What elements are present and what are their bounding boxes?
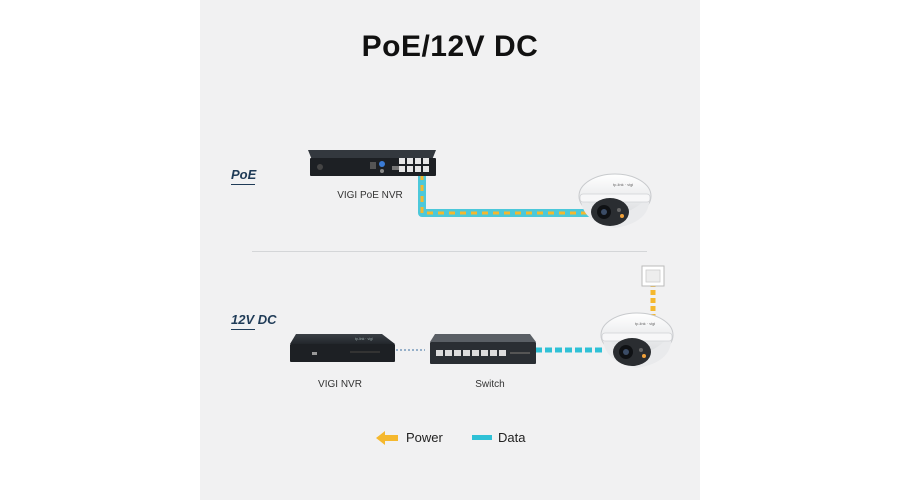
- legend-data: Data: [498, 430, 525, 445]
- section-label-poe: PoE: [231, 167, 256, 185]
- wall-outlet-icon: [641, 265, 665, 287]
- legend-power: Power: [406, 430, 443, 445]
- svg-text:tp-link · vigi: tp-link · vigi: [355, 337, 373, 341]
- switch-label: Switch: [475, 379, 505, 390]
- dome-camera-icon: tp-link · vigi: [600, 312, 674, 368]
- legend-data-label: Data: [498, 430, 526, 445]
- poe-nvr-label: VIGI PoE NVR: [337, 190, 403, 201]
- poe-nvr-device: [308, 150, 436, 176]
- nvr-label: VIGI NVR: [318, 379, 362, 390]
- section-divider: [252, 251, 647, 252]
- poe-cable: [418, 174, 592, 217]
- section-label-12v-dc: 12V DC: [231, 312, 277, 330]
- data-line-icon: [472, 435, 492, 440]
- svg-text:tp-link · vigi: tp-link · vigi: [613, 182, 633, 187]
- dome-camera-icon: tp-link · vigi: [578, 173, 652, 228]
- diagram-panel: PoE/12V DC PoE 12V DC VIGI PoE NVR VIGI …: [200, 0, 700, 500]
- legend-power-label: Power: [406, 430, 443, 445]
- nvr-device: tp-link · vigi: [290, 334, 395, 362]
- page-title: PoE/12V DC: [361, 30, 539, 63]
- network-switch-device: [430, 334, 536, 364]
- power-arrow-icon: [376, 431, 398, 445]
- connection-diagram: tp-link · vigi tp-link · vigi: [290, 150, 674, 445]
- svg-text:tp-link · vigi: tp-link · vigi: [635, 321, 655, 326]
